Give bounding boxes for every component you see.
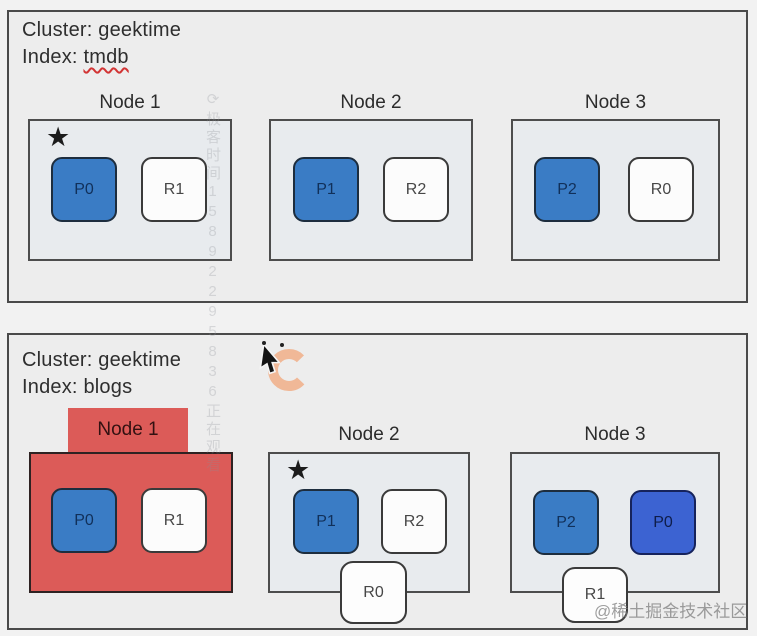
node-label: Node 3 (584, 92, 647, 113)
cursor-loading-spinner-icon (259, 341, 310, 391)
cluster-title: Cluster: geektime (22, 19, 182, 41)
index-prefix: Index: (22, 46, 78, 68)
shard-primary-promoted: P0 (630, 490, 696, 555)
index-label: Index: blogs (22, 376, 132, 399)
shard-primary: P0 (51, 488, 117, 553)
node-box: P2 R0 (511, 119, 720, 261)
shard-replica: R2 (383, 157, 449, 222)
shard-primary: P2 (534, 157, 600, 222)
node-box: P1 R2 (269, 119, 473, 261)
shard-primary: P1 (293, 157, 359, 222)
shard-replica: R1 (141, 488, 207, 553)
shard-replica: R1 (141, 157, 207, 222)
index-label: Index: tmdb (22, 46, 129, 69)
node-label: Node 1 (99, 92, 161, 113)
shard-replica-relocating: R0 (340, 561, 407, 624)
master-star-icon: ★ (46, 122, 71, 152)
shard-primary: P0 (51, 157, 117, 222)
shard-primary: P2 (533, 490, 599, 555)
node-box-failed: P0 R1 (29, 452, 233, 593)
cluster-box-tmdb: Cluster: geektime Index: tmdb Node 1 Nod… (7, 10, 748, 303)
node-box: ★ P0 R1 (28, 119, 232, 261)
failed-node-label: Node 1 (68, 408, 188, 452)
master-star-icon: ★ (286, 455, 311, 485)
shard-primary: P1 (293, 489, 359, 554)
cluster-box-blogs: Cluster: geektime Index: blogs Node 1 P0… (7, 333, 748, 630)
node-box: ★ P1 R2 (268, 452, 470, 593)
shard-replica: R0 (628, 157, 694, 222)
node-label: Node 2 (338, 424, 400, 445)
index-prefix: Index: (22, 376, 78, 398)
shard-replica: R2 (381, 489, 447, 554)
cluster-title: Cluster: geektime (22, 349, 182, 371)
node-label: Node 2 (340, 92, 402, 113)
shard-replica-relocating: R1 (562, 567, 628, 623)
community-watermark: @稀土掘金技术社区 (594, 602, 748, 621)
node-label: Node 3 (584, 424, 646, 445)
index-name: blogs (83, 376, 133, 398)
index-name-misspell: tmdb (83, 46, 129, 68)
